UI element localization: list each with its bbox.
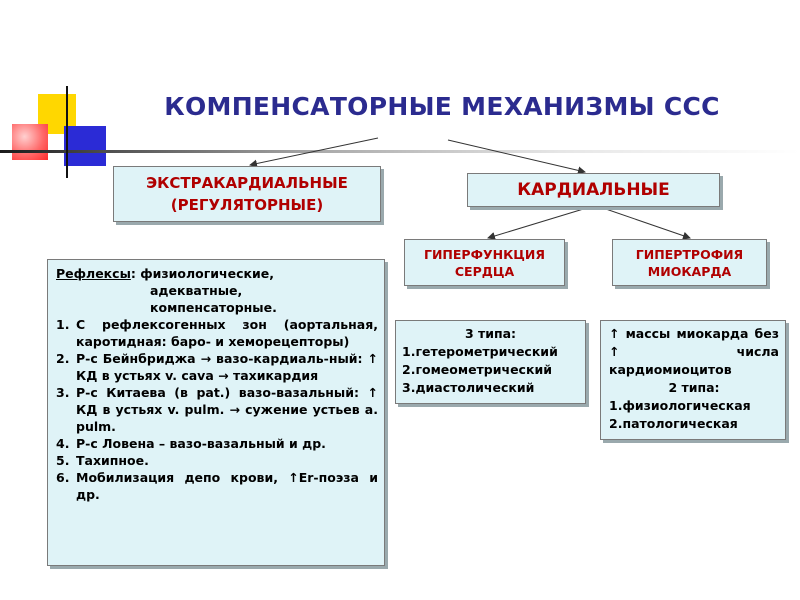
extracardial-box: ЭКСТРАКАРДИАЛЬНЫЕ (РЕГУЛЯТОРНЫЕ) (113, 166, 381, 222)
reflex-item-text: Мобилизация депо крови, ↑Er-поэза и др. (76, 469, 378, 503)
reflex-item-num: 3. (56, 384, 76, 435)
hyperfunction-line1: ГИПЕРФУНКЦИЯ (405, 246, 564, 263)
hyperfunction-line2: СЕРДЦА (405, 263, 564, 280)
myocardium-box: ↑ массы миокарда без ↑ числа кардиомиоци… (600, 320, 786, 440)
reflex-item-text: С рефлексогенных зон (аортальная, кароти… (76, 316, 378, 350)
reflexes-line3: компенсаторные. (56, 299, 378, 316)
reflex-item-num: 6. (56, 469, 76, 503)
reflex-item: 1.С рефлексогенных зон (аортальная, каро… (56, 316, 378, 350)
reflex-item: 3.Р-с Китаева (в pat.) вазо-вазальный: ↑… (56, 384, 378, 435)
three-types-box: 3 типа: 1.гетерометрический 2.гомеометри… (395, 320, 586, 404)
myocardium-heading: 2 типа: (609, 379, 779, 397)
three-types-item: 1.гетерометрический (402, 343, 579, 361)
reflex-item-num: 1. (56, 316, 76, 350)
extracardial-line1: ЭКСТРАКАРДИАЛЬНЫЕ (114, 172, 380, 194)
reflex-item: 5.Тахипное. (56, 452, 378, 469)
reflexes-heading: Рефлексы (56, 266, 131, 281)
arrow-to-extracardial (250, 138, 378, 165)
reflexes-heading-rest: : физиологические, (131, 266, 274, 281)
cardial-box: КАРДИАЛЬНЫЕ (467, 173, 720, 207)
hypertrophy-line2: МИОКАРДА (613, 263, 766, 280)
reflex-item: 2.Р-с Бейнбриджа → вазо-кардиаль-ный: ↑ … (56, 350, 378, 384)
reflex-item-text: Р-с Ловена – вазо-вазальный и др. (76, 435, 378, 452)
arrow-to-hyperfunction (488, 207, 590, 238)
three-types-item: 3.диастолический (402, 379, 579, 397)
hyperfunction-box: ГИПЕРФУНКЦИЯ СЕРДЦА (404, 239, 565, 286)
three-types-heading: 3 типа: (402, 325, 579, 343)
reflexes-line2: адекватные, (56, 282, 378, 299)
extracardial-line2: (РЕГУЛЯТОРНЫЕ) (114, 194, 380, 216)
reflexes-heading-line: Рефлексы: физиологические, (56, 265, 378, 282)
reflexes-box: Рефлексы: физиологические, адекватные, к… (47, 259, 385, 566)
reflex-item-num: 5. (56, 452, 76, 469)
myocardium-item: 2.патологическая (609, 415, 779, 433)
reflex-item-num: 4. (56, 435, 76, 452)
three-types-item: 2.гомеометрический (402, 361, 579, 379)
arrow-to-hypertrophy (600, 207, 690, 238)
reflex-item: 4.Р-с Ловена – вазо-вазальный и др. (56, 435, 378, 452)
hypertrophy-line1: ГИПЕРТРОФИЯ (613, 246, 766, 263)
reflex-item-text: Р-с Китаева (в pat.) вазо-вазальный: ↑ К… (76, 384, 378, 435)
reflex-item-num: 2. (56, 350, 76, 384)
reflex-item-text: Р-с Бейнбриджа → вазо-кардиаль-ный: ↑ КД… (76, 350, 378, 384)
myocardium-item: 1.физиологическая (609, 397, 779, 415)
myocardium-line1: ↑ массы миокарда без ↑ числа кардиомиоци… (609, 325, 779, 379)
arrow-to-cardial (448, 140, 585, 172)
hypertrophy-box: ГИПЕРТРОФИЯ МИОКАРДА (612, 239, 767, 286)
reflex-item-text: Тахипное. (76, 452, 378, 469)
cardial-label: КАРДИАЛЬНЫЕ (517, 180, 670, 200)
reflex-item: 6.Мобилизация депо крови, ↑Er-поэза и др… (56, 469, 378, 503)
